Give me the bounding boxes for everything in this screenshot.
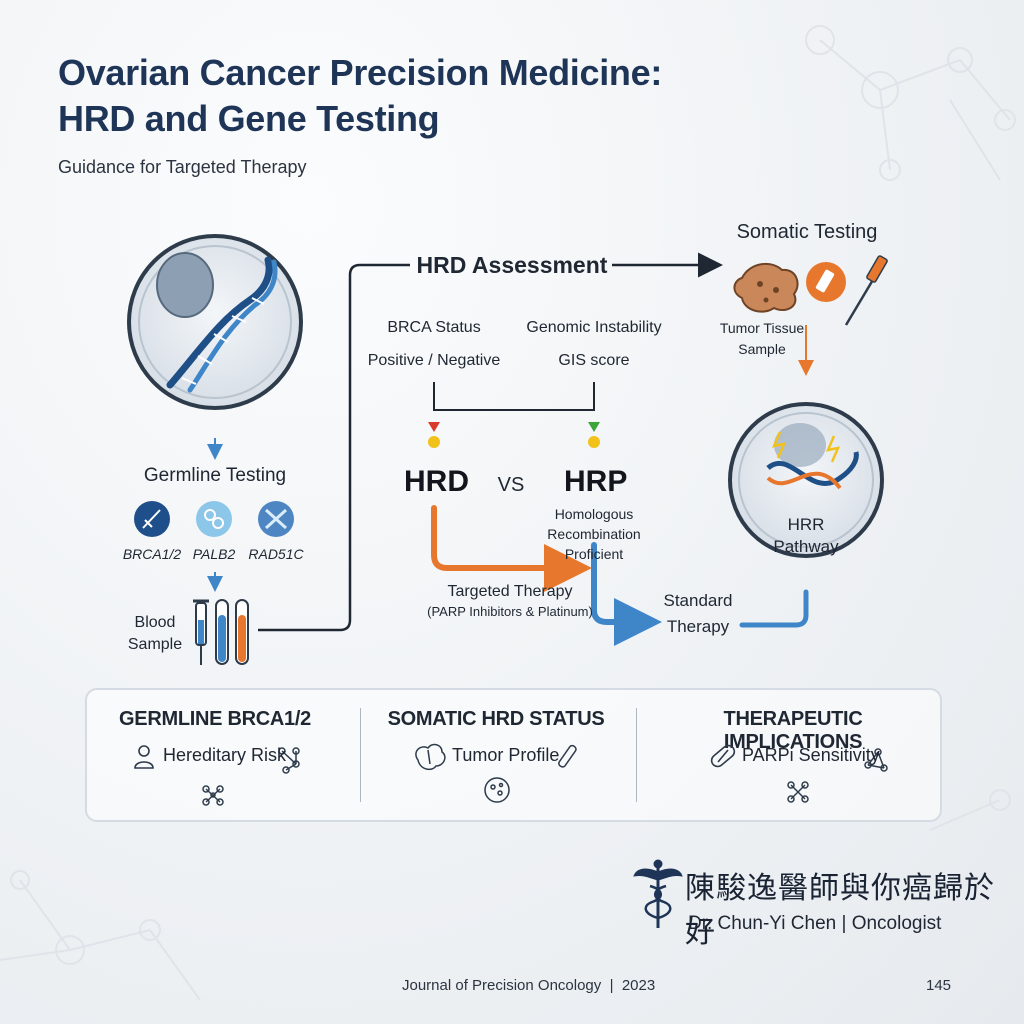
hrd-label: HRD [404, 465, 469, 498]
gene-label-brca: BRCA1/2 [122, 546, 182, 562]
germline-brca-heading: GERMLINE BRCA1/2 [119, 708, 311, 730]
hrr-pathway-label: HRR Pathway [756, 514, 856, 558]
brain-icon [415, 743, 446, 771]
page-title: Ovarian Cancer Precision Medicine: HRD a… [58, 50, 758, 142]
rad51c-gene-icon [258, 501, 294, 537]
blood-sample-line-2: Sample [127, 636, 183, 653]
pill-icon [710, 744, 736, 768]
somatic-testing-label: Somatic Testing [736, 221, 878, 243]
brca-status-label: BRCA Status [387, 319, 481, 336]
brand-name-chinese: 陳駿逸醫師與你癌歸於好 [685, 871, 995, 950]
hrp-to-standard-arrow [591, 542, 662, 646]
hrp-green-marker-icon [588, 422, 600, 432]
targeted-therapy-label: Targeted Therapy [447, 583, 573, 600]
footer-page-number: 145 [926, 977, 952, 994]
hrr-dish-icon [728, 402, 884, 558]
parpi-sensitivity-label: PARPi Sensitivity [742, 745, 880, 765]
germline-testing-label: Germline Testing [143, 465, 287, 486]
hereditary-risk-label: Hereditary Risk [163, 745, 287, 765]
summary-panel [85, 688, 942, 822]
brca-status-block: BRCA Status Positive / Negative [354, 311, 514, 377]
gis-score-label: GIS score [558, 352, 630, 369]
targeted-therapy-block: Targeted Therapy (PARP Inhibitors & Plat… [420, 582, 600, 622]
cell-icon [484, 777, 510, 803]
somatic-hrd-heading: SOMATIC HRD STATUS [387, 708, 605, 730]
biopsy-needle-icon [844, 255, 888, 326]
tumor-tissue-label: Tumor Tissue Sample [712, 318, 812, 360]
tumor-profile-label: Tumor Profile [452, 745, 560, 765]
hrd-red-marker-icon [428, 422, 440, 432]
therapeutic-implications-heading: THERAPEUTIC IMPLICATIONS [723, 708, 863, 753]
blue-tube-icon [215, 599, 229, 665]
molecule-icon-col3 [864, 748, 888, 772]
hrp-description-line-2: Proficient [564, 546, 624, 562]
hrd-assessment-label: HRD Assessment [416, 252, 608, 278]
germline-dish-icon [127, 234, 303, 410]
brand-name-english: Dr. Chun-Yi Chen | Oncologist [688, 913, 942, 934]
syringe-tube-icon [193, 599, 209, 665]
test-tube-icon [558, 744, 577, 768]
brca-gene-icon [134, 501, 170, 537]
hrp-description-line-1: Homologous Recombination [547, 506, 641, 542]
molecule-icon [278, 747, 300, 774]
title-line-2: HRD and Gene Testing [58, 98, 440, 139]
tumor-tissue-line-2: Sample [738, 341, 786, 357]
vs-label: VS [497, 474, 525, 496]
hrr-line-1: HRR [787, 515, 825, 534]
title-line-1: Ovarian Cancer Precision Medicine: [58, 52, 663, 93]
standard-therapy-block: Standard Therapy [654, 588, 742, 640]
brca-status-values: Positive / Negative [367, 352, 501, 369]
page-subtitle: Guidance for Targeted Therapy [58, 157, 307, 177]
genomic-instability-label: Genomic Instability [526, 319, 662, 336]
summary-divider-2 [636, 708, 637, 802]
hrr-to-standard-line [739, 589, 809, 628]
person-icon [134, 745, 154, 769]
summary-divider-1 [360, 708, 361, 802]
network-icon-col1 [202, 785, 224, 806]
hrp-yellow-marker-icon [588, 436, 600, 448]
blood-sample-line-1: Blood [134, 614, 176, 631]
hrp-description: Homologous Recombination Proficient [508, 504, 680, 564]
caduceus-logo-icon [633, 859, 683, 928]
gis-block: Genomic Instability GIS score [514, 311, 674, 377]
sample-vial-icon [806, 262, 846, 302]
gene-label-rad51c: RAD51C [248, 546, 304, 562]
blood-sample-label: Blood Sample [122, 612, 188, 656]
footer-journal: Journal of Precision Oncology | 2023 [402, 977, 656, 994]
palb2-gene-icon [196, 501, 232, 537]
hrr-line-2: Pathway [773, 537, 839, 556]
hrd-to-targeted-arrow [431, 505, 592, 592]
standard-therapy-line-2: Therapy [666, 617, 730, 636]
orange-tube-icon [235, 599, 249, 665]
hrd-yellow-marker-icon [428, 436, 440, 448]
standard-therapy-line-1: Standard [663, 591, 733, 610]
tumor-tissue-line-1: Tumor Tissue [719, 320, 805, 336]
gene-label-palb2: PALB2 [192, 546, 236, 562]
targeted-therapy-detail: (PARP Inhibitors & Platinum) [427, 604, 593, 619]
hrp-label: HRP [564, 465, 628, 498]
network-icon-col3 [787, 781, 809, 803]
tumor-tissue-icon [733, 262, 799, 313]
